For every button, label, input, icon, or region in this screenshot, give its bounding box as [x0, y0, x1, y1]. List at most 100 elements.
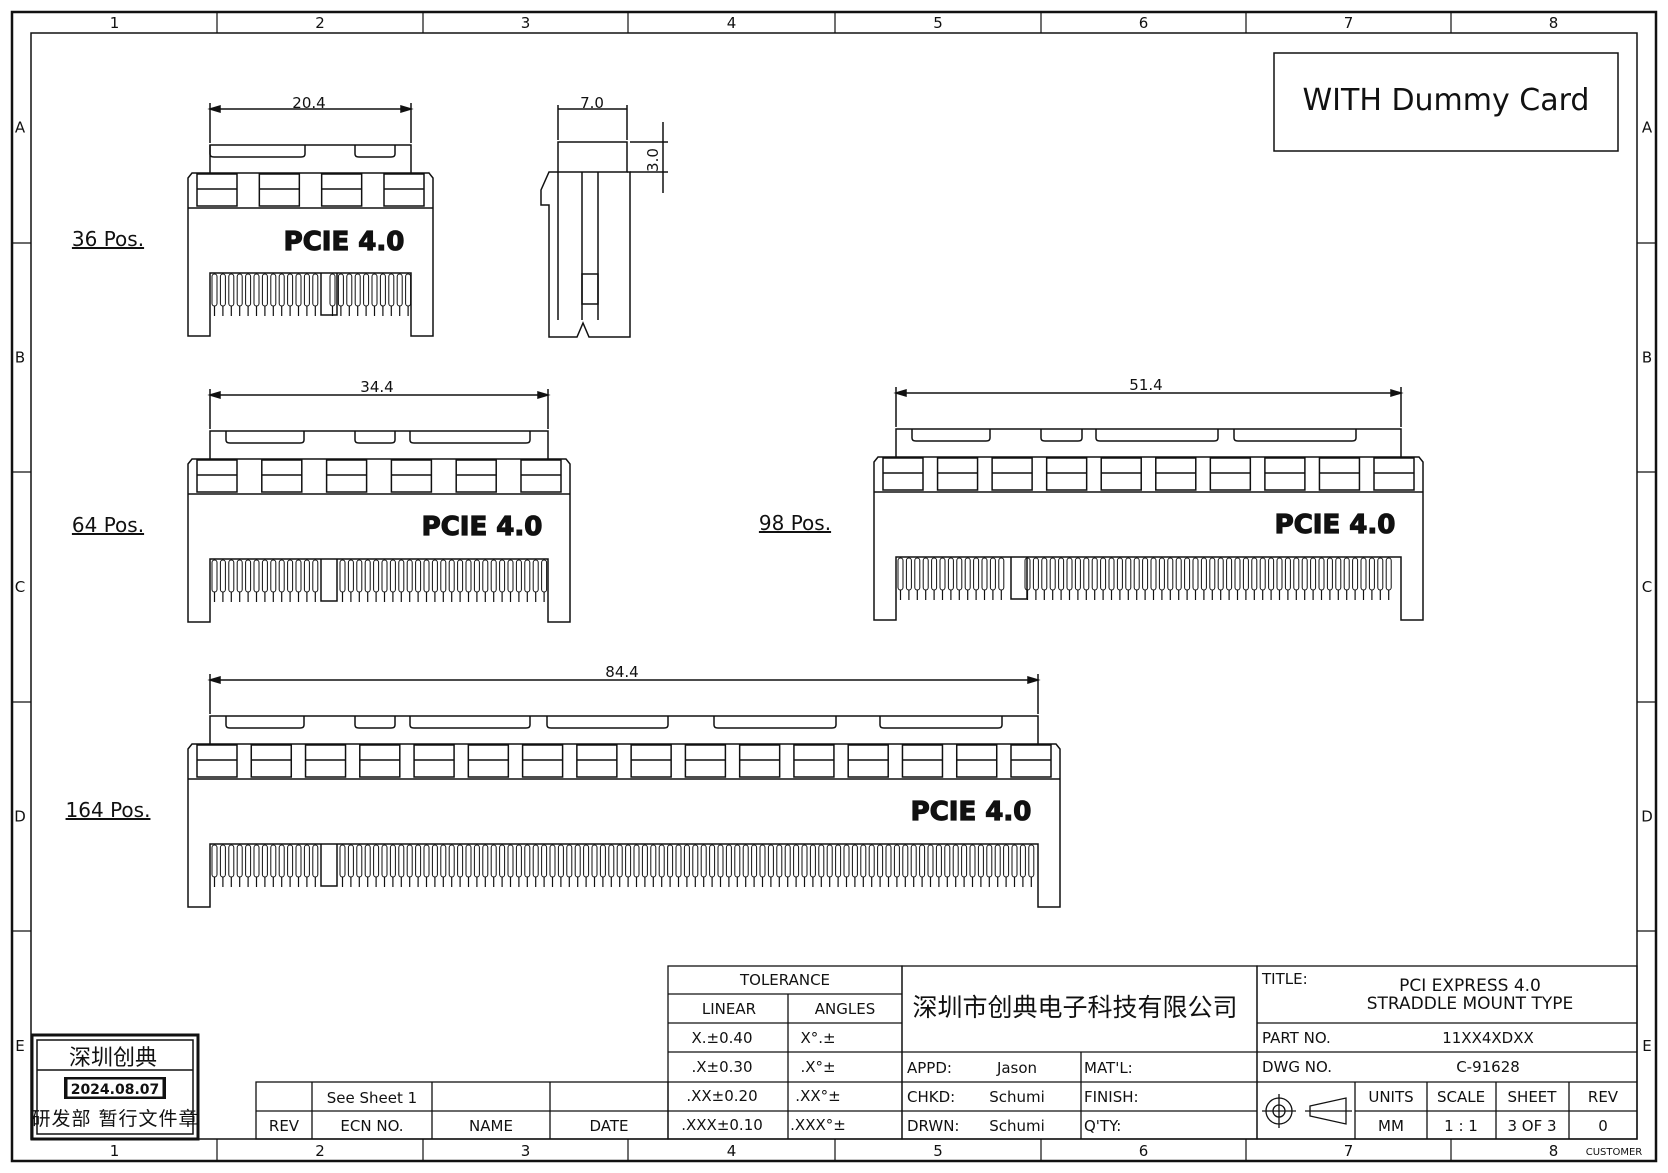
dim-164: 84.4 [605, 663, 638, 681]
connector-view-164 [187, 674, 1061, 908]
customer-label: CUSTOMER [1586, 1147, 1643, 1158]
pin-row [211, 844, 1035, 887]
zone-col-7-bottom: 7 [1344, 1142, 1354, 1160]
dwg-no: C-91628 [1456, 1058, 1520, 1076]
zone-row-C-left: C [15, 578, 25, 596]
dim-36: 20.4 [292, 94, 325, 112]
side-view [540, 105, 668, 338]
zone-col-5-top: 5 [933, 14, 943, 32]
ecn-row1: See Sheet 1 [327, 1089, 417, 1107]
zone-row-D-left: D [14, 808, 26, 826]
part-no: 11XX4XDXX [1442, 1029, 1534, 1047]
inner-frame [30, 32, 1638, 1140]
tolerance-linear-2: .XX±0.20 [686, 1087, 757, 1105]
zone-col-7-top: 7 [1344, 14, 1354, 32]
name-header: NAME [469, 1117, 513, 1135]
zone-col-2-top: 2 [315, 14, 325, 32]
units-label: UNITS [1368, 1088, 1413, 1106]
side-dim-width: 7.0 [580, 94, 604, 112]
chkd-name: Schumi [989, 1088, 1045, 1106]
ecn-header: ECN NO. [340, 1117, 403, 1135]
dim-98: 51.4 [1129, 376, 1162, 394]
tolerance-title: TOLERANCE [739, 971, 830, 989]
tolerance-linear-1: .X±0.30 [691, 1058, 752, 1076]
rev-value: 0 [1598, 1117, 1608, 1135]
drwn-name: Schumi [989, 1117, 1045, 1135]
zone-col-2-bottom: 2 [315, 1142, 325, 1160]
zone-col-6-bottom: 6 [1139, 1142, 1149, 1160]
zone-row-A-left: A [15, 119, 26, 137]
chkd-label: CHKD: [907, 1088, 955, 1106]
zone-row-B-right: B [1642, 349, 1652, 367]
tolerance-angle-0: X°.± [800, 1029, 835, 1047]
finish-label: FINISH: [1084, 1088, 1139, 1106]
zone-row-D-right: D [1641, 808, 1653, 826]
tolerance-angle-2: .XX°± [795, 1087, 840, 1105]
title-line1: PCI EXPRESS 4.0 [1399, 976, 1541, 996]
side-dim-height: 3.0 [644, 148, 662, 172]
part-no-label: PART NO. [1262, 1029, 1331, 1047]
view-label-164: 164 Pos. [66, 798, 151, 822]
connector-view-98 [873, 387, 1424, 621]
zone-col-6-top: 6 [1139, 14, 1149, 32]
marking-36: PCIE 4.0 [284, 227, 405, 257]
sheet-value: 3 OF 3 [1507, 1117, 1556, 1135]
outer-frame [10, 10, 1658, 1163]
tolerance-angle-3: .XXX°± [790, 1116, 846, 1134]
approvals-block [901, 965, 1258, 1140]
note-box [1273, 52, 1619, 152]
approval-stamp [30, 1033, 200, 1141]
zone-col-4-bottom: 4 [727, 1142, 737, 1160]
zone-row-B-left: B [15, 349, 25, 367]
marking-98: PCIE 4.0 [1275, 510, 1396, 540]
connector-views [187, 103, 1424, 908]
tolerance-angle-1: .X°± [800, 1058, 835, 1076]
qty-label: Q'TY: [1084, 1117, 1121, 1135]
connector-view-36 [187, 103, 434, 337]
appd-name: Jason [996, 1059, 1037, 1077]
pin-row [211, 559, 548, 602]
projection-symbol-icon [1262, 1094, 1352, 1128]
stamp-company: 深圳创典 [69, 1046, 157, 1071]
tolerance-angles-label: ANGLES [815, 1000, 875, 1018]
tolerance-block [667, 965, 903, 1140]
company-name: 深圳市创典电子科技有限公司 [912, 993, 1237, 1022]
view-label-64: 64 Pos. [72, 513, 144, 537]
rev-header: REV [269, 1117, 300, 1135]
zone-row-E-left: E [15, 1037, 24, 1055]
zone-col-8-bottom: 8 [1549, 1142, 1559, 1160]
zone-col-1-bottom: 1 [110, 1142, 120, 1160]
view-label-98: 98 Pos. [759, 511, 831, 535]
zone-col-1-top: 1 [110, 14, 120, 32]
zone-col-8-top: 8 [1549, 14, 1559, 32]
sheet-label: SHEET [1508, 1088, 1558, 1106]
zone-col-3-top: 3 [521, 14, 531, 32]
zone-row-A-right: A [1642, 119, 1653, 137]
view-label-36: 36 Pos. [72, 227, 144, 251]
tolerance-linear-label: LINEAR [702, 1000, 756, 1018]
dwg-no-label: DWG NO. [1262, 1058, 1332, 1076]
zone-row-C-right: C [1642, 578, 1652, 596]
units-value: MM [1378, 1117, 1404, 1135]
date-header: DATE [589, 1117, 628, 1135]
title-line2: STRADDLE MOUNT TYPE [1367, 994, 1573, 1014]
title-block [1256, 965, 1638, 1140]
dim-64: 34.4 [360, 378, 393, 396]
zone-col-5-bottom: 5 [933, 1142, 943, 1160]
drwn-label: DRWN: [907, 1117, 959, 1135]
tolerance-linear-0: X.±0.40 [691, 1029, 752, 1047]
pin-row [211, 273, 412, 316]
marking-64: PCIE 4.0 [422, 512, 543, 542]
scale-value: 1 : 1 [1444, 1117, 1478, 1135]
connector-view-64 [187, 389, 571, 623]
rev-label: REV [1588, 1088, 1619, 1106]
matl-label: MAT'L: [1084, 1059, 1133, 1077]
tolerance-linear-3: .XXX±0.10 [681, 1116, 763, 1134]
zone-col-3-bottom: 3 [521, 1142, 531, 1160]
marking-164: PCIE 4.0 [911, 797, 1032, 827]
scale-label: SCALE [1437, 1088, 1485, 1106]
appd-label: APPD: [907, 1059, 952, 1077]
stamp-note: 研发部 暂行文件章 [31, 1108, 198, 1130]
title-label: TITLE: [1261, 970, 1308, 988]
